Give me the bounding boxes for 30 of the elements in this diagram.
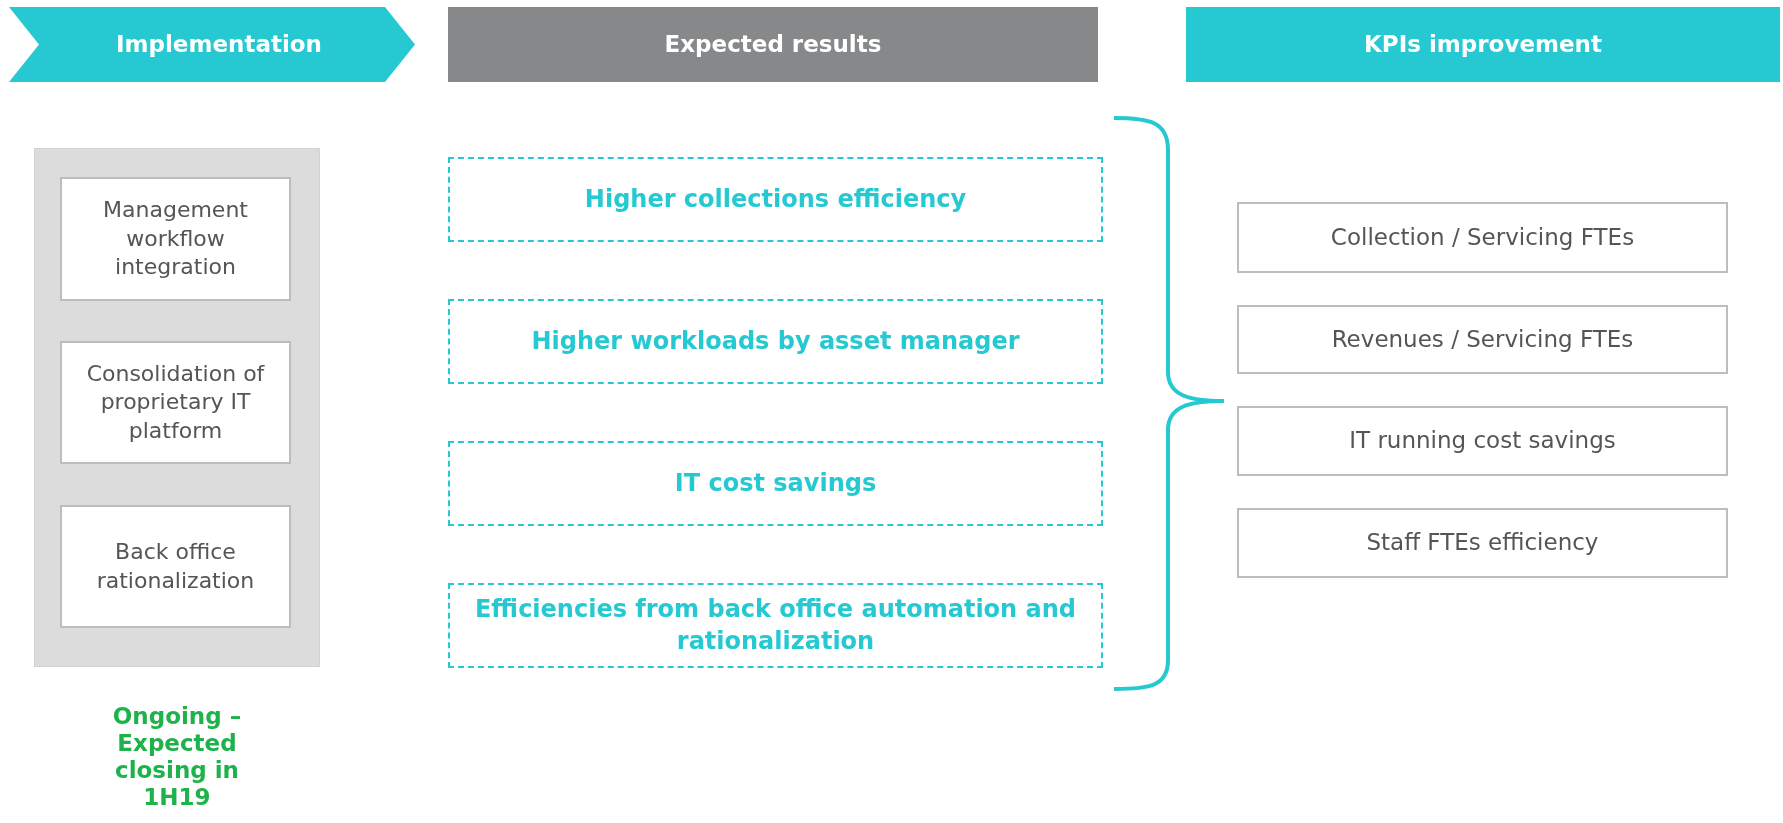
group-panel — [34, 148, 320, 667]
label-text: Efficiencies from back office automation and rationalization — [473, 594, 1077, 657]
label-text: IT running cost savings — [1349, 426, 1616, 456]
label-text: Collection / Servicing FTEs — [1330, 222, 1635, 252]
header-chevron — [9, 7, 415, 82]
label-text: Expected results — [664, 29, 882, 59]
label-text: IT cost savings — [674, 467, 877, 499]
label-text: Management workflow integration — [102, 196, 249, 282]
label-text: Higher collections efficiency — [584, 183, 967, 215]
label-text: KPIs improvement — [1364, 29, 1602, 59]
header-bar — [448, 7, 1098, 82]
process-box — [60, 177, 291, 301]
label-text: Implementation — [115, 29, 322, 59]
label-text: Higher workloads by asset manager — [531, 325, 1020, 357]
result-box — [448, 299, 1103, 384]
label-text: Consolidation of proprietary IT platform — [85, 359, 266, 445]
label-text: Back office rationalization — [95, 537, 256, 595]
label-text: Revenues / Servicing FTEs — [1331, 324, 1634, 354]
result-box — [448, 441, 1103, 526]
kpi-box — [1237, 406, 1728, 476]
label-text: Staff FTEs efficiency — [1366, 528, 1599, 558]
result-box — [448, 583, 1103, 668]
kpi-box — [1237, 305, 1728, 374]
process-box — [60, 341, 291, 464]
process-box — [60, 505, 291, 628]
kpi-box — [1237, 202, 1728, 273]
result-box — [448, 157, 1103, 242]
kpi-box — [1237, 508, 1728, 578]
header-bar — [1186, 7, 1780, 82]
status-note: Ongoing – Expected closing in 1H19 — [111, 703, 243, 812]
